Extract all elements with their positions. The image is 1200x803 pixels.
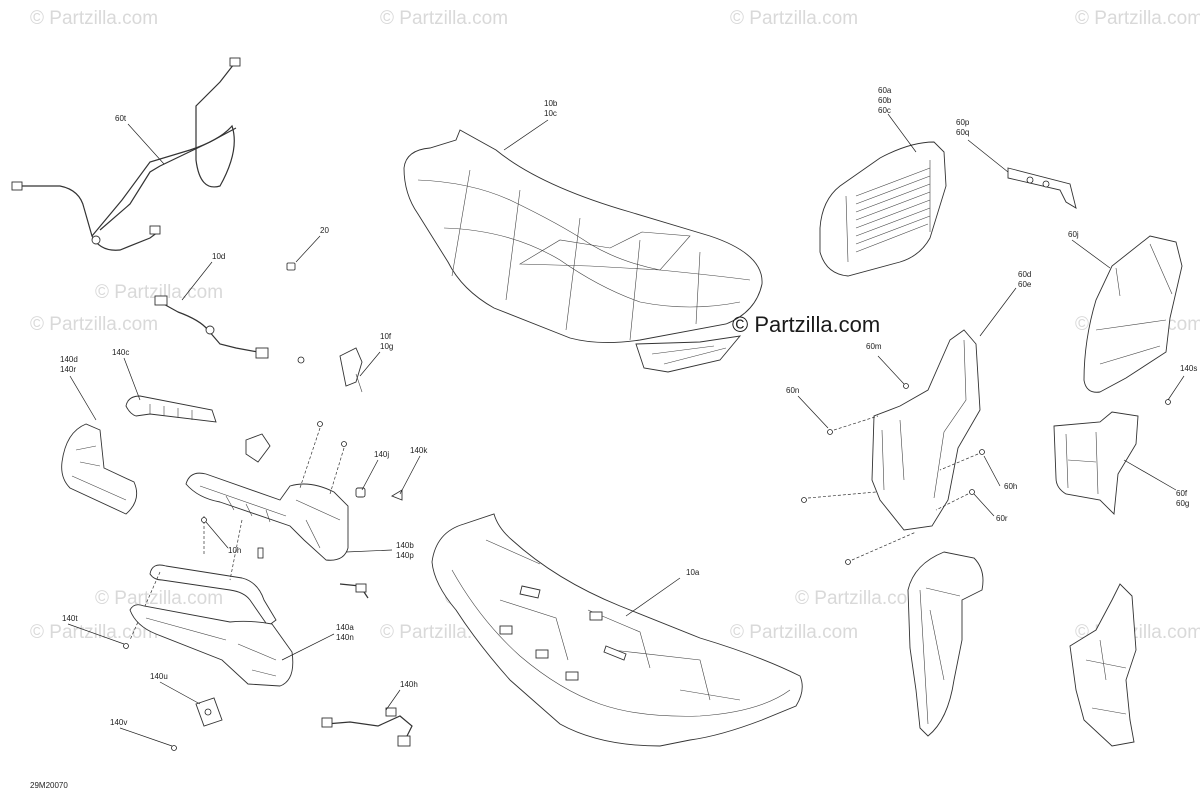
watermark-text: © Partzilla.com — [730, 622, 858, 643]
callout-label: 60f — [1176, 489, 1188, 498]
callout-label: 20 — [320, 226, 329, 235]
callout-label: 10f — [380, 332, 392, 341]
wiring-harness-60t — [11, 57, 241, 251]
callout-label: 60p — [956, 118, 970, 127]
callout-label: 60q — [956, 128, 969, 137]
side-cover-part — [907, 551, 984, 737]
screw-140s — [1165, 399, 1171, 405]
connector-part — [339, 583, 369, 599]
callout-label: 60n — [786, 386, 799, 395]
wiring-harness-140h — [321, 707, 413, 747]
watermark-text: © Partzilla.com — [380, 8, 508, 29]
callout-label: 140p — [396, 551, 414, 560]
seat-base-10a — [431, 513, 803, 747]
grab-handle-140b — [185, 421, 403, 561]
seat-10b — [403, 129, 763, 373]
callout-label: 140u — [150, 672, 168, 681]
frame-60d — [801, 329, 985, 565]
callout-label: 140a — [336, 623, 354, 632]
side-cover-right — [1069, 583, 1137, 747]
callout-label: 140v — [110, 718, 127, 727]
callout-label: 140s — [1180, 364, 1197, 373]
callout-label: 140t — [62, 614, 78, 623]
lower-panel-140a — [123, 604, 294, 687]
trim-strip-140c — [125, 395, 217, 423]
wiring-harness-10d — [154, 295, 269, 359]
watermark-text: © Partzilla.com — [30, 8, 158, 29]
screw-140v — [171, 745, 177, 751]
callout-label: 10g — [380, 342, 393, 351]
callout-label: 10h — [228, 546, 241, 555]
callout-label: 60r — [996, 514, 1008, 523]
clip-20 — [286, 262, 296, 271]
bracket-60p — [1007, 167, 1077, 209]
callout-label: 140k — [410, 446, 428, 455]
watermark-text: © Partzilla.com — [30, 622, 158, 643]
callout-label: 140h — [400, 680, 418, 689]
callout-label: 10a — [686, 568, 700, 577]
diagram-id: 29M20070 — [30, 781, 68, 790]
watermark-text: © Partzilla.com — [795, 588, 923, 609]
callout-label: 60c — [878, 106, 891, 115]
callout-label: 140c — [112, 348, 129, 357]
plate-140u — [195, 697, 223, 727]
bracket-10f — [297, 347, 363, 393]
callout-label: 60g — [1176, 499, 1189, 508]
grab-bar — [129, 519, 277, 641]
callout-label: 60e — [1018, 280, 1032, 289]
watermark-text: © Partzilla.com — [95, 588, 223, 609]
side-panel-140d — [61, 423, 138, 515]
callout-label: 140d — [60, 355, 78, 364]
callout-label: 10b — [544, 99, 558, 108]
callout-label: 10c — [544, 109, 557, 118]
watermark-text: © Partzilla.com — [730, 8, 858, 29]
watermark-text: © Partzilla.com — [1075, 8, 1200, 29]
leader-lines — [67, 113, 1185, 747]
backrest-60a — [819, 141, 947, 277]
callout-labels: 60t 20 10d 10f 10g 140d 140r 140c 140j 1… — [60, 86, 1197, 727]
watermark-text: © Partzilla.com — [95, 282, 223, 303]
callout-label: 60h — [1004, 482, 1017, 491]
callout-label: 60d — [1018, 270, 1031, 279]
watermark-text: © Partzilla.com — [30, 314, 158, 335]
callout-label: 140r — [60, 365, 76, 374]
callout-label: 60a — [878, 86, 892, 95]
callout-label: 60b — [878, 96, 892, 105]
callout-label: 140j — [374, 450, 389, 459]
cover-60j — [1083, 235, 1183, 393]
callout-label: 60t — [115, 114, 127, 123]
callout-label: 140b — [396, 541, 414, 550]
clip-part — [245, 433, 271, 463]
callout-label: 60m — [866, 342, 882, 351]
partzilla-watermark: © Partzilla.com — [732, 312, 880, 337]
callout-label: 10d — [212, 252, 225, 261]
bracket-60f — [1053, 411, 1139, 515]
callout-label: 60j — [1068, 230, 1079, 239]
callout-label: 140n — [336, 633, 354, 642]
